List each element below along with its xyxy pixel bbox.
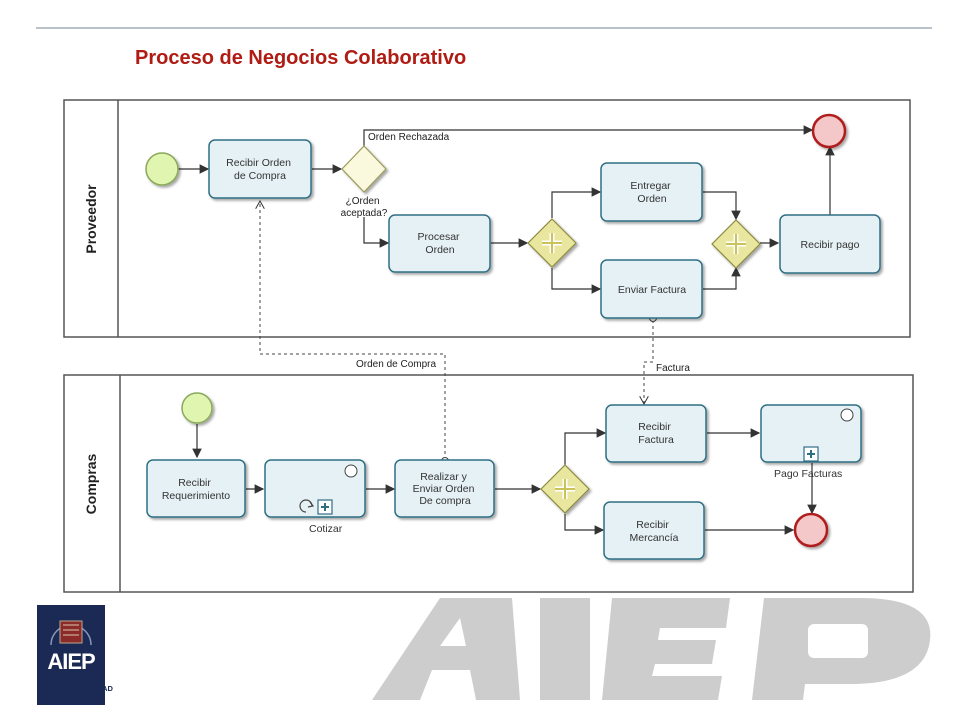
- subprocess-pago-facturas[interactable]: Pago Facturas: [760, 404, 862, 480]
- exclusive-gateway-orden-aceptada[interactable]: [341, 145, 387, 193]
- end-event-proveedor[interactable]: [811, 113, 847, 149]
- sequence-flows-compras: [192, 424, 817, 535]
- task-label: Recibir Factura: [638, 421, 674, 446]
- parallel-gateway-split-proveedor[interactable]: [527, 218, 577, 268]
- subprocess-label-cotizar: Cotizar: [309, 523, 343, 535]
- logo-subtitle-line: DE LA UNIVERSIDAD: [37, 684, 113, 693]
- gateway-label-orden-aceptada: ¿Orden aceptada?: [341, 196, 388, 219]
- end-event-compras[interactable]: [793, 512, 829, 548]
- parallel-gateway-join-proveedor[interactable]: [711, 219, 761, 269]
- message-start-icon: [344, 464, 358, 478]
- aiep-logo: AIEP: [37, 605, 105, 705]
- task-label: Entregar Orden: [630, 180, 673, 205]
- subprocess-label-pago-facturas: Pago Facturas: [774, 468, 842, 480]
- subprocess-cotizar[interactable]: Cotizar: [264, 459, 366, 535]
- task-recibir-mercancia[interactable]: Recibir Mercancía: [603, 501, 705, 560]
- task-recibir-requerimiento[interactable]: Recibir Requerimiento: [146, 459, 246, 518]
- logo-wordmark: AIEP: [47, 649, 95, 674]
- task-enviar-factura[interactable]: Enviar Factura: [600, 259, 703, 319]
- task-label: Enviar Factura: [618, 284, 686, 296]
- top-divider: [36, 27, 932, 29]
- lane-label-proveedor: Proveedor: [83, 184, 99, 254]
- slide-title: Proceso de Negocios Colaborativo: [135, 47, 467, 69]
- task-label: Realizar y Enviar Orden De compra: [413, 471, 478, 507]
- sequence-flows-proveedor: [178, 125, 835, 294]
- label-factura: Factura: [656, 363, 690, 374]
- task-entregar-orden[interactable]: Entregar Orden: [600, 162, 703, 222]
- task-label: Recibir Requerimiento: [162, 477, 230, 502]
- label-orden-de-compra: Orden de Compra: [356, 359, 436, 370]
- start-event-proveedor[interactable]: [145, 152, 179, 186]
- task-label: Recibir pago: [801, 239, 860, 251]
- task-realizar-enviar-orden[interactable]: Realizar y Enviar Orden De compra: [394, 459, 495, 518]
- task-recibir-orden[interactable]: Recibir Orden de Compra: [208, 139, 312, 199]
- message-start-icon: [840, 408, 854, 422]
- crest-icon: [50, 620, 92, 646]
- logo-subtitle-line: ANDRES BELLO: [37, 693, 97, 702]
- expand-subprocess-icon: [803, 446, 819, 462]
- task-recibir-pago[interactable]: Recibir pago: [779, 214, 881, 274]
- label-orden-rechazada: Orden Rechazada: [368, 132, 450, 143]
- task-procesar-orden[interactable]: Procesar Orden: [388, 214, 491, 273]
- task-label: Recibir Orden de Compra: [226, 157, 294, 182]
- parallel-gateway-split-compras[interactable]: [540, 464, 590, 514]
- task-label: Recibir Mercancía: [629, 519, 678, 544]
- start-event-compras[interactable]: [181, 392, 213, 424]
- task-recibir-factura[interactable]: Recibir Factura: [605, 404, 707, 463]
- message-flows: [260, 201, 654, 460]
- task-label: Procesar Orden: [418, 231, 463, 256]
- expand-subprocess-icon: [317, 499, 333, 515]
- logo-subtitle: DE LA UNIVERSIDAD ANDRES BELLO: [37, 684, 117, 702]
- lane-label-compras: Compras: [83, 453, 99, 514]
